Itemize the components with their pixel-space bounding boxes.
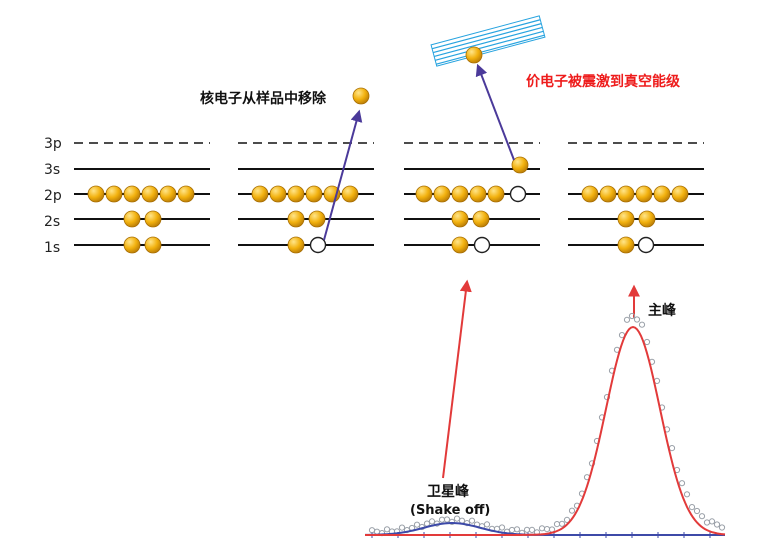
hole-2p-panel3 xyxy=(509,185,527,203)
electron xyxy=(472,210,490,228)
electron xyxy=(451,210,469,228)
satellite-red-arrow xyxy=(442,279,472,479)
electron xyxy=(352,87,370,105)
data-point xyxy=(713,521,721,528)
electron xyxy=(269,185,287,203)
electron xyxy=(599,185,617,203)
data-point xyxy=(688,504,696,511)
electron xyxy=(617,210,635,228)
data-point xyxy=(413,521,421,528)
electron xyxy=(287,210,305,228)
electron xyxy=(433,185,451,203)
electron xyxy=(635,185,653,203)
data-point xyxy=(428,518,436,525)
data-point xyxy=(398,524,406,531)
main-peak-fit-curve xyxy=(365,325,726,536)
electron xyxy=(144,236,162,254)
electron xyxy=(287,185,305,203)
electron xyxy=(653,185,671,203)
electron xyxy=(638,210,656,228)
data-point xyxy=(523,526,531,533)
electron xyxy=(251,185,269,203)
electron xyxy=(617,236,635,254)
data-point xyxy=(678,480,686,487)
data-point xyxy=(708,518,716,525)
data-point xyxy=(468,517,476,524)
electron xyxy=(305,185,323,203)
data-point xyxy=(628,312,636,320)
main-peak-label: 主峰 xyxy=(648,302,677,319)
electron xyxy=(177,185,195,203)
data-point xyxy=(683,491,691,498)
electron xyxy=(341,185,359,203)
core-emission-arrow xyxy=(323,109,363,241)
data-point xyxy=(668,445,676,452)
level-label-1s: 1s xyxy=(44,240,60,256)
data-point xyxy=(553,521,561,528)
level-label-3s: 3s xyxy=(44,162,60,178)
hole-1s-panel3 xyxy=(473,236,491,254)
electron xyxy=(415,185,433,203)
data-point xyxy=(528,526,536,534)
data-point xyxy=(558,520,566,527)
data-point xyxy=(693,507,701,515)
electron xyxy=(451,236,469,254)
xps-spectrum xyxy=(365,312,726,538)
data-point xyxy=(508,526,516,534)
hole-1s-panel4 xyxy=(637,236,655,254)
electron xyxy=(465,46,483,64)
data-point xyxy=(718,524,726,531)
electron xyxy=(671,185,689,203)
electron xyxy=(617,185,635,203)
valence-excited-label: 价电子被震激到真空能级 xyxy=(526,73,681,90)
electron xyxy=(105,185,123,203)
electron xyxy=(451,185,469,203)
level-label-2s: 2s xyxy=(44,214,60,230)
level-label-3p: 3p xyxy=(44,136,62,152)
electron xyxy=(159,185,177,203)
electron xyxy=(87,185,105,203)
electron xyxy=(123,210,141,228)
data-point xyxy=(483,521,491,528)
electron xyxy=(141,185,159,203)
data-point xyxy=(453,515,461,522)
data-point xyxy=(643,338,651,346)
electron xyxy=(469,185,487,203)
data-point xyxy=(543,526,551,533)
holes xyxy=(309,185,655,254)
data-point xyxy=(513,526,521,533)
vacuum-level-band xyxy=(430,15,546,67)
data-point xyxy=(383,526,391,533)
data-point xyxy=(633,316,641,323)
data-point xyxy=(568,507,576,514)
satellite-peak-label: 卫星峰 xyxy=(427,483,470,500)
shake-off-label: (Shake off) xyxy=(410,503,490,518)
data-point xyxy=(498,524,506,531)
electrons xyxy=(87,46,689,254)
level-label-2p: 2p xyxy=(44,188,62,204)
hole-1s-panel2 xyxy=(309,236,327,254)
data-point xyxy=(563,516,571,524)
electron xyxy=(123,236,141,254)
level-labels: 3p 3s 2p 2s 1s xyxy=(44,136,62,256)
core-removed-label: 核电子从样品中移除 xyxy=(200,90,327,107)
electron xyxy=(581,185,599,203)
electron xyxy=(308,210,326,228)
data-point xyxy=(623,316,631,323)
valence-shake-arrow xyxy=(475,63,515,161)
electron xyxy=(287,236,305,254)
data-point xyxy=(538,525,546,532)
data-point xyxy=(638,321,646,328)
data-point xyxy=(443,516,451,523)
electron xyxy=(487,185,505,203)
data-point xyxy=(373,528,381,535)
data-point xyxy=(703,519,711,526)
data-point xyxy=(698,513,706,520)
data-point xyxy=(448,518,456,526)
electron xyxy=(144,210,162,228)
electron xyxy=(123,185,141,203)
electron xyxy=(511,156,529,174)
